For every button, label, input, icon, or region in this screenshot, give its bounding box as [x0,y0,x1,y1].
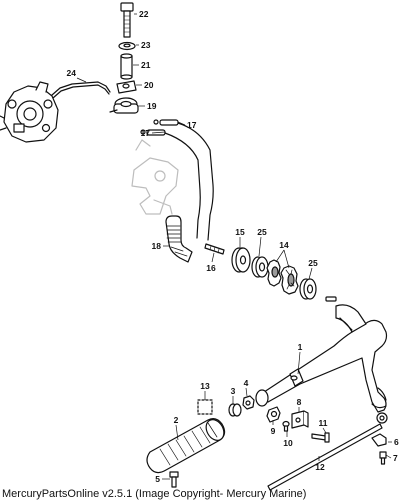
callout-2: 2 [174,415,179,425]
gear-part-14-left [266,259,282,287]
callout-16: 16 [206,263,216,273]
callout-23: 23 [141,40,151,50]
bracket-ghost-outline [131,139,179,215]
callout-6: 6 [394,437,399,447]
callout-21: 21 [141,60,151,70]
cable-sleeve-part-18 [165,215,193,263]
callout-8: 8 [297,397,302,407]
callout-17-lower: 17 [141,128,151,138]
screw-part-7 [379,451,387,465]
knob-part-9 [266,406,281,423]
callout-19: 19 [147,101,157,111]
leader-lines [76,13,392,480]
spacer-part-21 [120,53,133,80]
bushing-part-25-upper [251,256,269,278]
callout-25-upper: 25 [257,227,267,237]
callout-3: 3 [231,386,236,396]
callout-4: 4 [244,378,249,388]
cable-anchor-part-19 [109,97,139,114]
bushing-part-25-lower [299,278,317,300]
grip-part-2 [146,418,226,474]
callout-9: 9 [271,426,276,436]
clip-part-6 [371,433,387,447]
pin-near-bushing [325,296,337,302]
washer-part-23 [118,41,136,51]
screw-part-11 [311,432,330,443]
callout-20: 20 [144,80,154,90]
nut-part-4 [242,395,255,410]
screw-part-10 [282,420,290,432]
cable-end-part-17-upper [153,119,179,126]
callout-22: 22 [139,9,149,19]
bushing-part-20 [116,80,137,94]
screw-part-16 [204,243,225,255]
block-part-8 [291,410,309,429]
pulley-part-15 [231,247,251,273]
decal-part-13 [197,399,213,415]
callout-17-upper: 17 [187,120,197,130]
callout-7: 7 [393,453,398,463]
callout-12: 12 [315,462,325,472]
callout-15: 15 [235,227,245,237]
carburetor-assembly [0,81,59,143]
callout-24: 24 [67,68,77,78]
callout-13: 13 [200,381,210,391]
bolt-part-22 [120,2,134,38]
callout-labels: 1 2 3 4 5 6 7 8 9 10 11 12 13 14 15 16 1… [67,9,399,484]
callout-10: 10 [283,438,293,448]
callout-25-lower: 25 [308,258,318,268]
callout-14: 14 [279,240,289,250]
callout-18: 18 [152,241,162,251]
callout-11: 11 [319,418,328,428]
link-rod-part-24 [51,81,111,99]
collar-part-3 [228,403,242,417]
image-copyright-caption: MercuryPartsOnline v2.5.1 (Image Copyrig… [2,488,307,500]
tiller-handle-part-1 [255,304,388,413]
gear-part-14-right [280,265,299,295]
shift-rod-part-12 [267,412,388,491]
screw-part-5 [169,471,179,488]
control-cables [164,122,214,241]
callout-5: 5 [155,474,160,484]
callout-1: 1 [298,342,303,352]
